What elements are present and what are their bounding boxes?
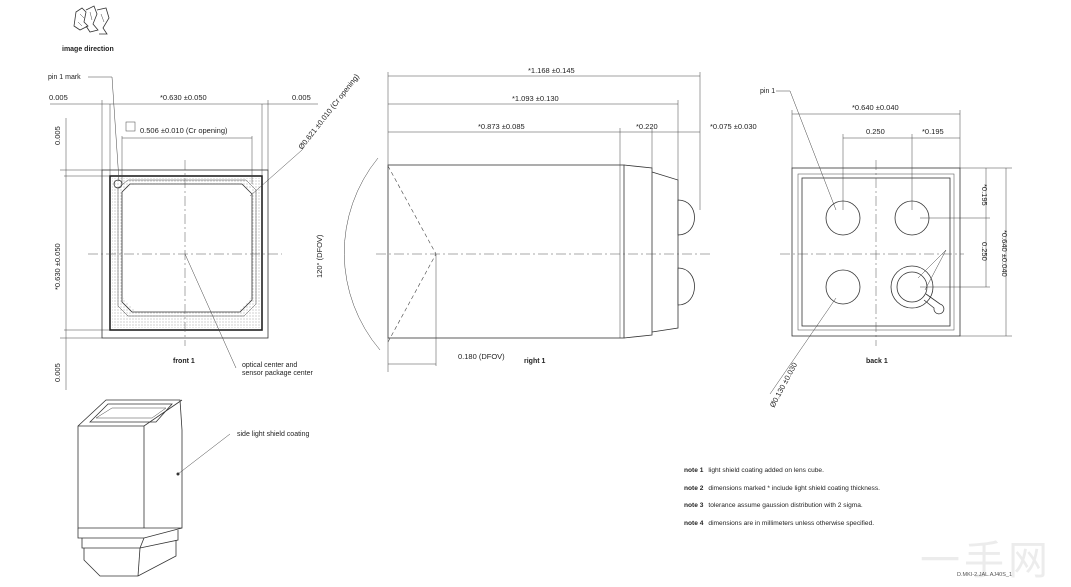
right-fov-offset: 0.180 (DFOV) — [458, 352, 505, 361]
back-dim-height: *0.640 ±0.040 — [1000, 230, 1009, 277]
right-view-label: right 1 — [524, 358, 545, 365]
back-dim-ball-dia: Ø0.130 ±0.030 — [768, 361, 799, 409]
watermark: 一手网 — [920, 538, 1052, 584]
front-dim-left-height: *0.630 ±0.050 — [53, 243, 62, 290]
back-pin1-label: pin 1 — [760, 88, 775, 95]
front-dim-top-left: 0.005 — [49, 93, 68, 102]
front-optical-center-1: optical center and — [242, 362, 297, 369]
note-text: light shield coating added on lens cube. — [708, 467, 824, 474]
drawing-number: D.MKI-2.JAL.AJ40S_1 — [957, 572, 1013, 578]
right-dim-step: *0.220 — [636, 122, 658, 131]
right-view — [344, 72, 710, 372]
note-item: note 4 dimensions are in millimeters unle… — [684, 515, 1024, 533]
note-id: note 1 — [684, 467, 704, 474]
note-id: note 2 — [684, 484, 704, 492]
note-id: note 3 — [684, 502, 704, 509]
right-fov-angle: 120° (DFOV) — [315, 234, 324, 278]
front-optical-center-2: sensor package center — [242, 370, 313, 377]
right-dim-body: *1.093 ±0.130 — [512, 94, 559, 103]
iso-view — [77, 399, 231, 577]
note-text: tolerance assume gaussion distribution w… — [708, 502, 863, 509]
front-diagonal-dim: Ø0.621 ±0.010 (Cr opening) — [296, 72, 361, 151]
back-dim-pitch-x: 0.250 — [866, 127, 885, 136]
back-dim-edge-y: *0.195 — [980, 184, 989, 206]
note-item: note 3 tolerance assume gaussion distribu… — [684, 497, 1024, 515]
back-view — [769, 90, 1012, 395]
front-dim-top-width: *0.630 ±0.050 — [160, 93, 207, 102]
note-item: note 2 dimensions marked * include light … — [684, 480, 1024, 498]
front-view — [50, 76, 318, 390]
back-dim-pitch-y: 0.250 — [980, 242, 989, 261]
iso-coating-label: side light shield coating — [237, 431, 309, 438]
back-dim-edge-x: *0.195 — [922, 127, 944, 136]
front-pin1-label: pin 1 mark — [48, 74, 81, 81]
back-view-label: back 1 — [866, 358, 888, 365]
right-dim-ball: *0.075 ±0.030 — [710, 122, 757, 131]
image-direction-label: image direction — [62, 46, 114, 53]
front-view-label: front 1 — [173, 358, 195, 365]
note-text: dimensions marked * include light shield… — [708, 484, 880, 492]
note-id: note 4 — [684, 519, 704, 527]
front-dim-left-bottom: 0.005 — [53, 363, 62, 382]
image-direction-icon — [73, 5, 110, 35]
back-dim-width: *0.640 ±0.040 — [852, 103, 899, 112]
right-dim-lens: *0.873 ±0.085 — [478, 122, 525, 131]
front-opening-width: 0.506 ±0.010 (Cr opening) — [140, 126, 228, 135]
note-item: note 1 light shield coating added on lens… — [684, 462, 1024, 480]
right-dim-overall: *1.168 ±0.145 — [528, 66, 575, 75]
front-dim-left-top: 0.005 — [53, 126, 62, 145]
front-dim-top-right: 0.005 — [292, 93, 311, 102]
notes-block: note 1 light shield coating added on lens… — [684, 462, 1024, 532]
note-text: dimensions are in millimeters unless oth… — [708, 519, 875, 527]
